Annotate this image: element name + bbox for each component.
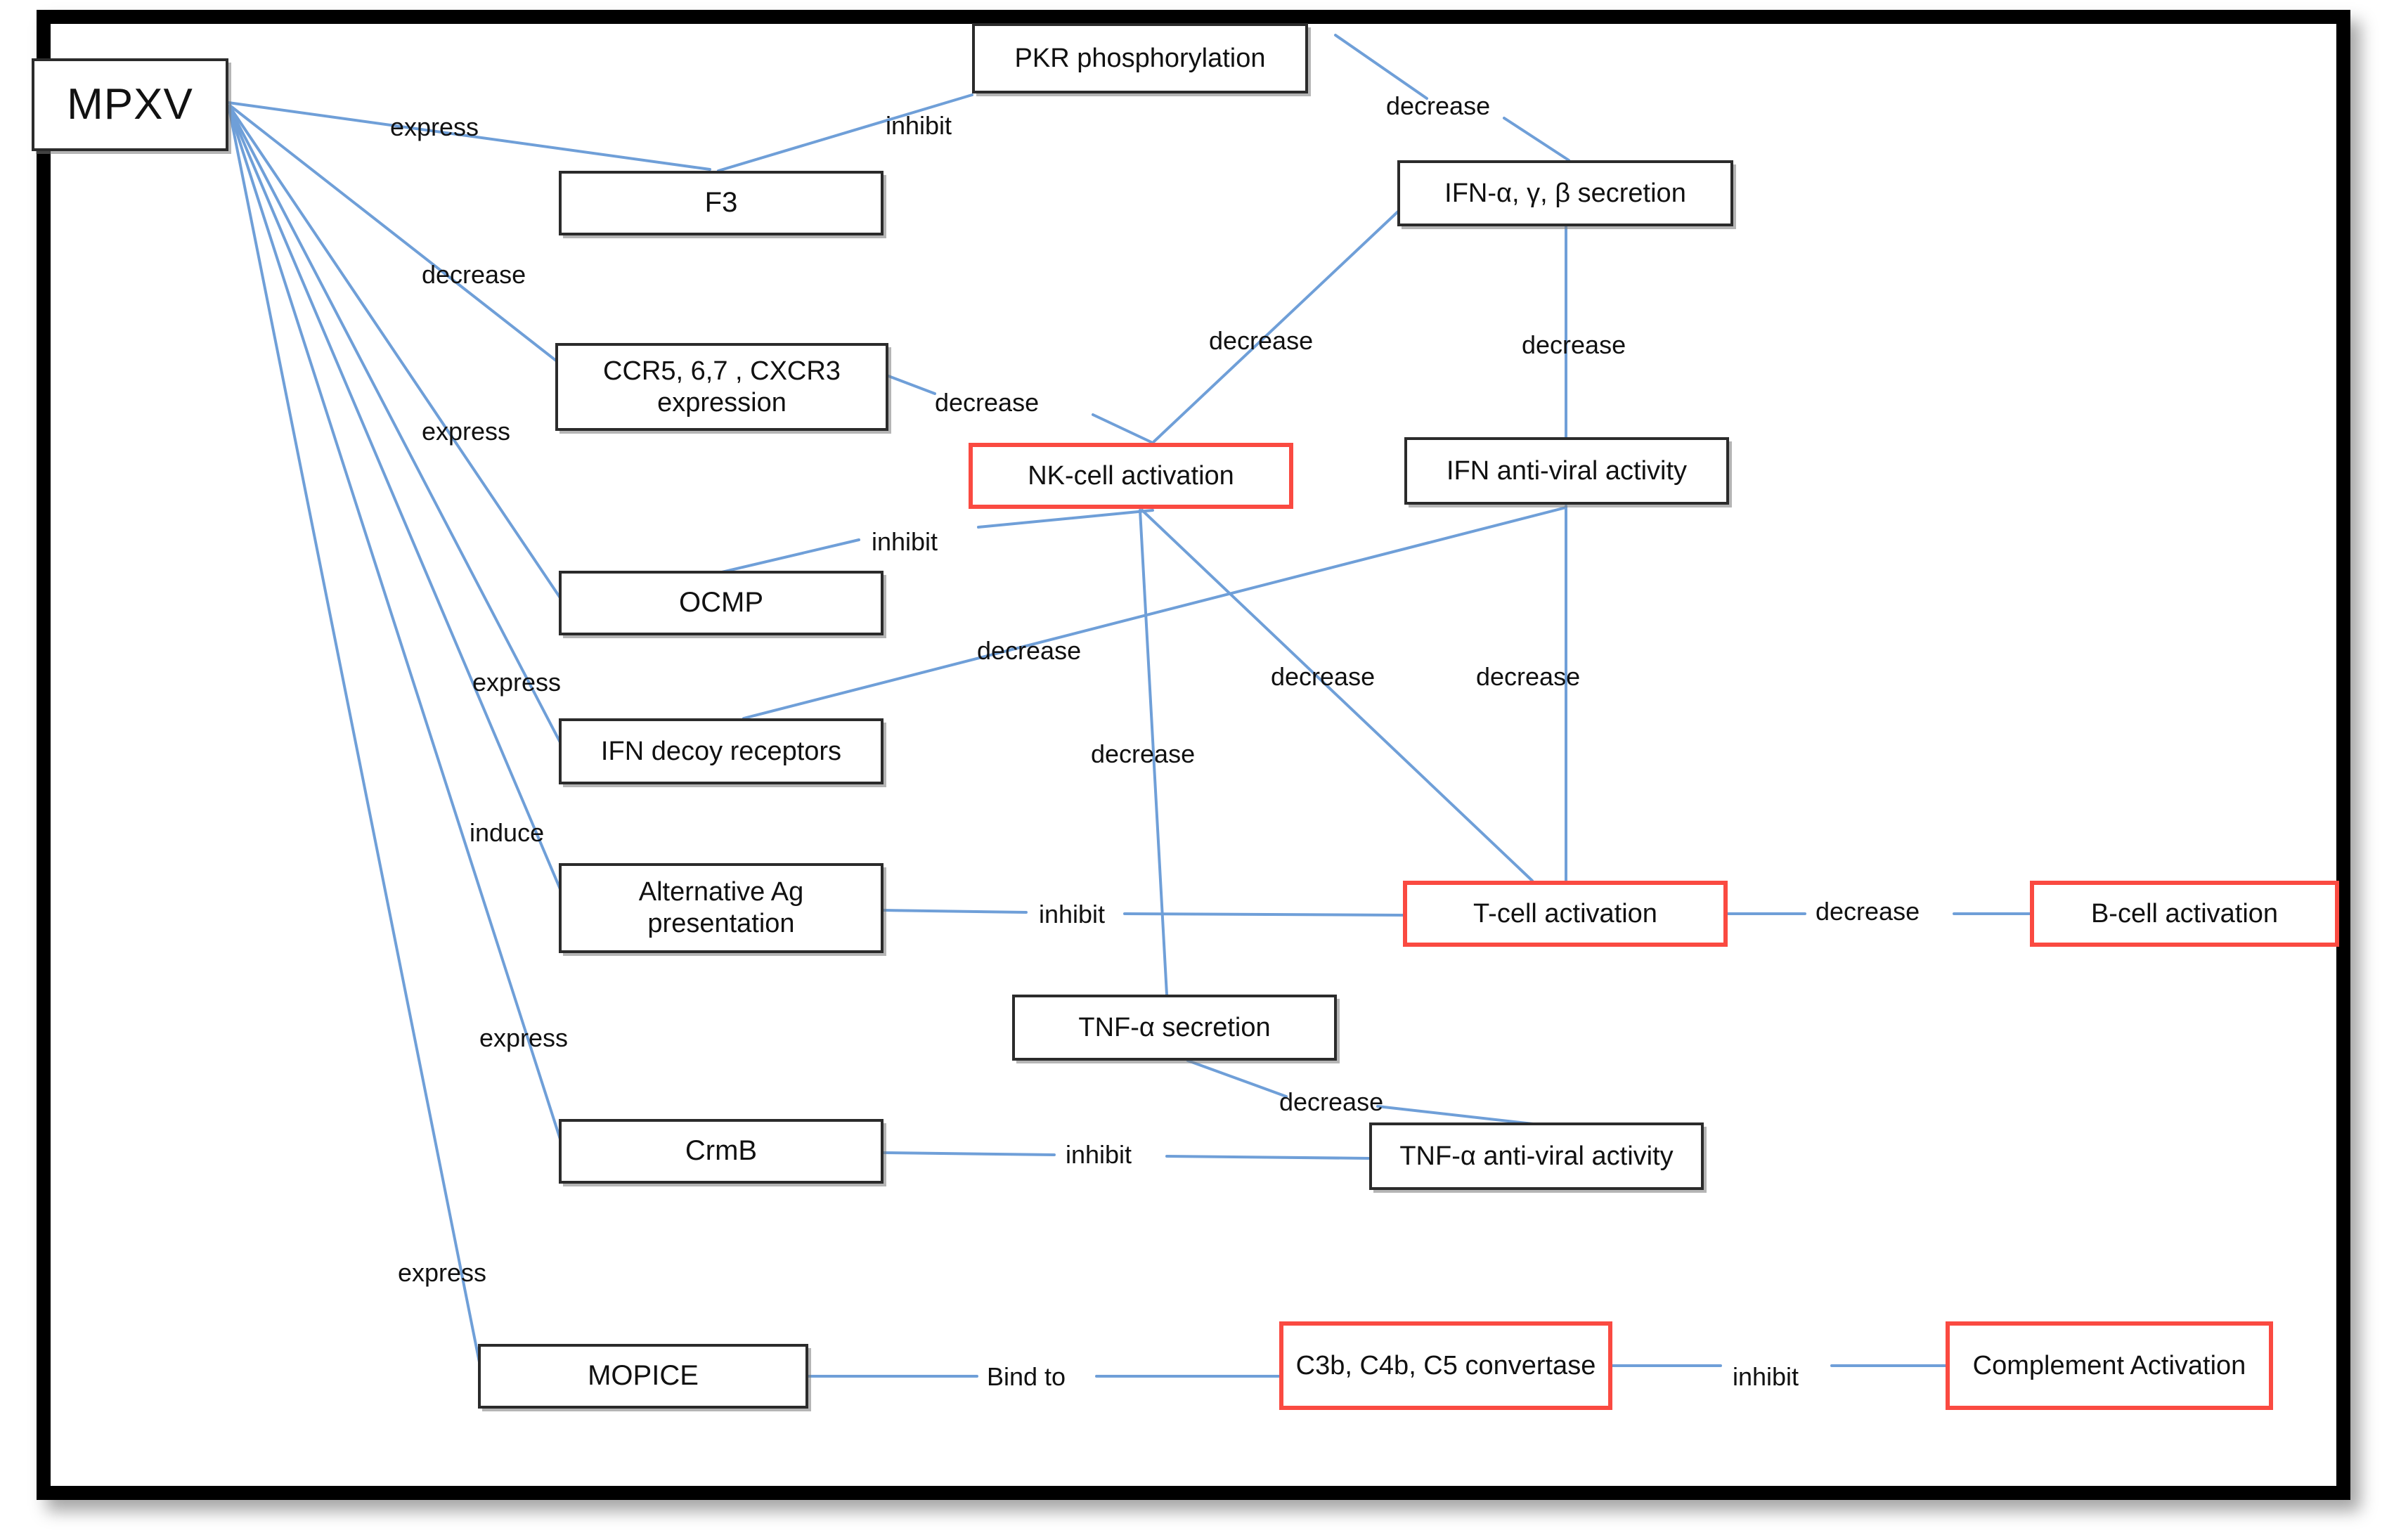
node-label-f3: F3: [704, 187, 738, 219]
node-label-decoy: IFN decoy receptors: [600, 736, 842, 766]
node-label-ifn_sec: IFN-α, γ, β secretion: [1444, 178, 1686, 208]
node-tnf_av[interactable]: TNF-α anti-viral activity: [1369, 1122, 1704, 1190]
edge-label-l12: decrease: [1476, 662, 1581, 691]
node-label-ifn_av: IFN anti-viral activity: [1446, 455, 1688, 486]
edge-label-l1: express: [390, 112, 479, 141]
node-bcell[interactable]: B-cell activation: [2030, 881, 2339, 947]
edge-label-l14: decrease: [1091, 739, 1196, 768]
node-label-bcell: B-cell activation: [2090, 898, 2279, 928]
node-ifn_sec[interactable]: IFN-α, γ, β secretion: [1397, 160, 1733, 226]
node-altag[interactable]: Alternative Ag presentation: [559, 863, 884, 953]
node-nk[interactable]: NK-cell activation: [969, 443, 1293, 509]
node-c3b[interactable]: C3b, C4b, C5 convertase: [1279, 1321, 1612, 1410]
node-label-tcell: T-cell activation: [1473, 898, 1657, 928]
edge-label-l6: decrease: [1522, 330, 1626, 359]
edge-label-l13: express: [472, 668, 562, 697]
edge-label-l20: inhibit: [1066, 1140, 1132, 1169]
node-crmb[interactable]: CrmB: [559, 1119, 884, 1184]
node-mopice[interactable]: MOPICE: [478, 1344, 808, 1409]
node-complement[interactable]: Complement Activation: [1946, 1321, 2273, 1410]
edge-label-l16: inhibit: [1039, 900, 1106, 928]
node-label-mopice: MOPICE: [588, 1360, 699, 1392]
edge-label-l15: induce: [470, 818, 545, 847]
edge-label-l9: inhibit: [872, 527, 938, 556]
node-label-altag: Alternative Ag presentation: [638, 877, 804, 938]
edge-label-l18: express: [479, 1023, 569, 1052]
node-pkr[interactable]: PKR phosphorylation: [972, 23, 1308, 93]
edge-label-l11: decrease: [1271, 662, 1376, 691]
node-label-ocmp: OCMP: [679, 587, 763, 619]
node-ifn_av[interactable]: IFN anti-viral activity: [1404, 437, 1729, 505]
edge-label-l10: decrease: [977, 636, 1082, 665]
node-mpxv[interactable]: MPXV: [32, 58, 228, 151]
node-label-complement: Complement Activation: [1972, 1350, 2246, 1380]
edge-label-l2: inhibit: [886, 111, 952, 140]
node-label-pkr: PKR phosphorylation: [1014, 43, 1266, 73]
node-label-mpxv: MPXV: [67, 80, 193, 129]
node-label-c3b: C3b, C4b, C5 convertase: [1295, 1350, 1596, 1380]
edge-label-l4: decrease: [422, 260, 526, 289]
edge-label-l19: decrease: [1279, 1087, 1384, 1116]
node-label-tnf_sec: TNF-α secretion: [1078, 1012, 1271, 1042]
edge-label-l5: decrease: [1209, 326, 1314, 355]
node-label-crmb: CrmB: [685, 1135, 758, 1167]
node-f3[interactable]: F3: [559, 171, 884, 235]
edge-label-l8: express: [422, 417, 511, 446]
node-ccr[interactable]: CCR5, 6,7 , CXCR3 expression: [555, 343, 888, 431]
edge-label-l7: decrease: [935, 388, 1040, 417]
node-label-ccr: CCR5, 6,7 , CXCR3 expression: [603, 356, 841, 418]
node-ocmp[interactable]: OCMP: [559, 571, 884, 635]
node-label-tnf_av: TNF-α anti-viral activity: [1399, 1141, 1674, 1171]
edge-label-l21: express: [398, 1258, 487, 1287]
edge-label-l3: decrease: [1386, 91, 1491, 120]
edge-label-l22: Bind to: [987, 1362, 1066, 1391]
node-tnf_sec[interactable]: TNF-α secretion: [1012, 995, 1337, 1061]
node-tcell[interactable]: T-cell activation: [1403, 881, 1728, 947]
node-decoy[interactable]: IFN decoy receptors: [559, 718, 884, 784]
edge-label-l17: decrease: [1816, 897, 1920, 926]
edge-label-l23: inhibit: [1733, 1362, 1799, 1391]
node-label-nk: NK-cell activation: [1028, 460, 1234, 491]
